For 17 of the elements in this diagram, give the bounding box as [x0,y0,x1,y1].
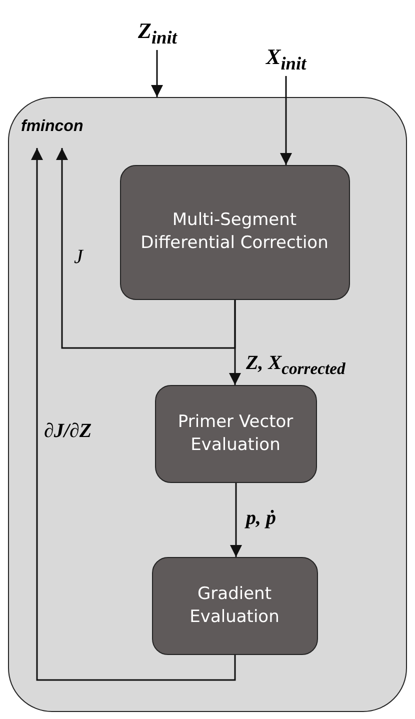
container-title: fmincon [21,118,84,136]
edge-label: p, ṗ [246,507,276,530]
arrow [230,483,242,557]
math-label: Z$_{init}$ [138,18,177,48]
process-box: Gradient Evaluation [152,556,318,654]
edge-label: J [74,246,83,269]
edge-label: Z, X$_{corrected}$ [246,352,346,379]
arrow [56,148,236,349]
process-box: Multi-Segment Differential Correction [120,164,350,300]
arrow [151,50,163,97]
math-label: X$_{init}$ [266,44,306,74]
arrow [280,76,292,165]
arrow [31,148,236,681]
arrow [229,300,241,385]
process-box: Primer Vector Evaluation [154,384,316,482]
edge-label: ∂J/∂Z [44,420,92,443]
container-panel [8,97,407,712]
